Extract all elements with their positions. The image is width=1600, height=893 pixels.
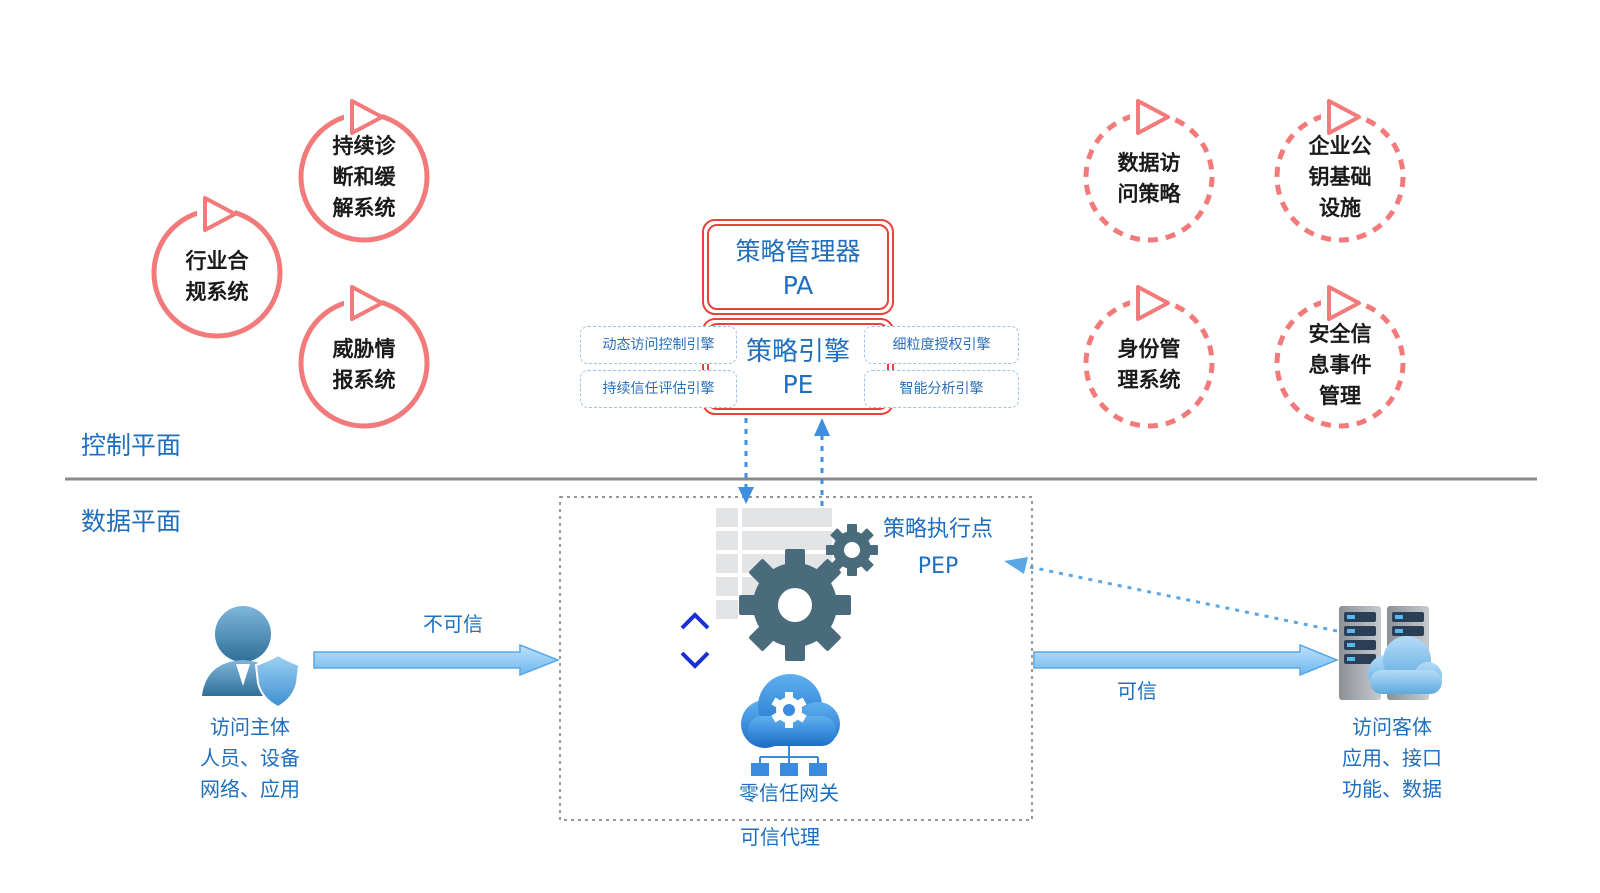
circle-label-threat-intel: 威胁情 报系统 <box>332 337 396 392</box>
circle-label-compliance: 行业合 规系统 <box>185 249 249 304</box>
pep-to-pe-arrow <box>814 418 830 506</box>
control-plane-label: 控制平面 <box>81 431 182 460</box>
user-shield-icon <box>202 606 301 709</box>
circle-label-data-access-policy: 数据访 问策略 <box>1117 151 1181 206</box>
solid-cycle-circle <box>151 196 283 339</box>
server-cloud-icon <box>1339 606 1442 700</box>
continuous-trust-eval-engine: 持续信任评估引擎 <box>580 370 737 408</box>
pep-table-gear-icon <box>716 508 878 661</box>
policy-admin-box <box>702 219 894 315</box>
pep-abbr: PEP <box>917 554 959 579</box>
solid-cycle-circle <box>298 285 430 429</box>
chevron-down-icon <box>680 651 710 669</box>
dashed-cycle-circle <box>1083 99 1215 243</box>
pep-name: 策略执行点 <box>882 517 993 542</box>
chevron-up-icon <box>680 612 710 630</box>
solid-cycle-circle <box>298 99 430 243</box>
trusted-proxy-label: 可信代理 <box>740 825 820 849</box>
policy-admin-abbr: PA <box>782 271 814 300</box>
circle-label-diagnostics: 持续诊 断和缓 解系统 <box>332 134 396 220</box>
trusted-flow-arrow <box>1033 643 1339 677</box>
dynamic-access-control-engine: 动态访问控制引擎 <box>580 326 737 364</box>
fine-grained-auth-engine: 细粒度授权引擎 <box>864 326 1019 364</box>
intelligent-analysis-engine: 智能分析引擎 <box>864 370 1019 408</box>
access-subject-label: 访问主体 人员、设备 网络、应用 <box>200 715 300 801</box>
policy-engine-box <box>702 318 894 415</box>
dashed-cycle-circle <box>1274 99 1406 243</box>
policy-engine-name: 策略引擎 <box>745 337 850 367</box>
circle-label-pki: 企业公 钥基础 设施 <box>1308 134 1372 220</box>
dashed-cycle-circle <box>1083 285 1215 429</box>
untrusted-flow-arrow <box>313 643 561 677</box>
trusted-proxy-box <box>559 496 1033 821</box>
object-to-pep-arrow <box>1004 557 1338 633</box>
policy-engine-abbr: PE <box>782 370 814 399</box>
untrusted-label: 不可信 <box>423 612 483 636</box>
gateway-label: 零信任网关 <box>739 781 839 805</box>
gateway-cloud-icon <box>741 674 840 776</box>
policy-admin-name: 策略管理器 <box>735 237 861 266</box>
pe-to-pep-arrow <box>738 418 754 504</box>
trusted-label: 可信 <box>1117 679 1157 703</box>
circle-label-siem: 安全信 息事件 管理 <box>1308 322 1372 408</box>
dashed-cycle-circle <box>1274 285 1406 429</box>
access-object-label: 访问客体 应用、接口 功能、数据 <box>1342 715 1442 801</box>
circle-label-identity-mgmt: 身份管 理系统 <box>1117 337 1181 392</box>
data-plane-label: 数据平面 <box>81 507 182 536</box>
